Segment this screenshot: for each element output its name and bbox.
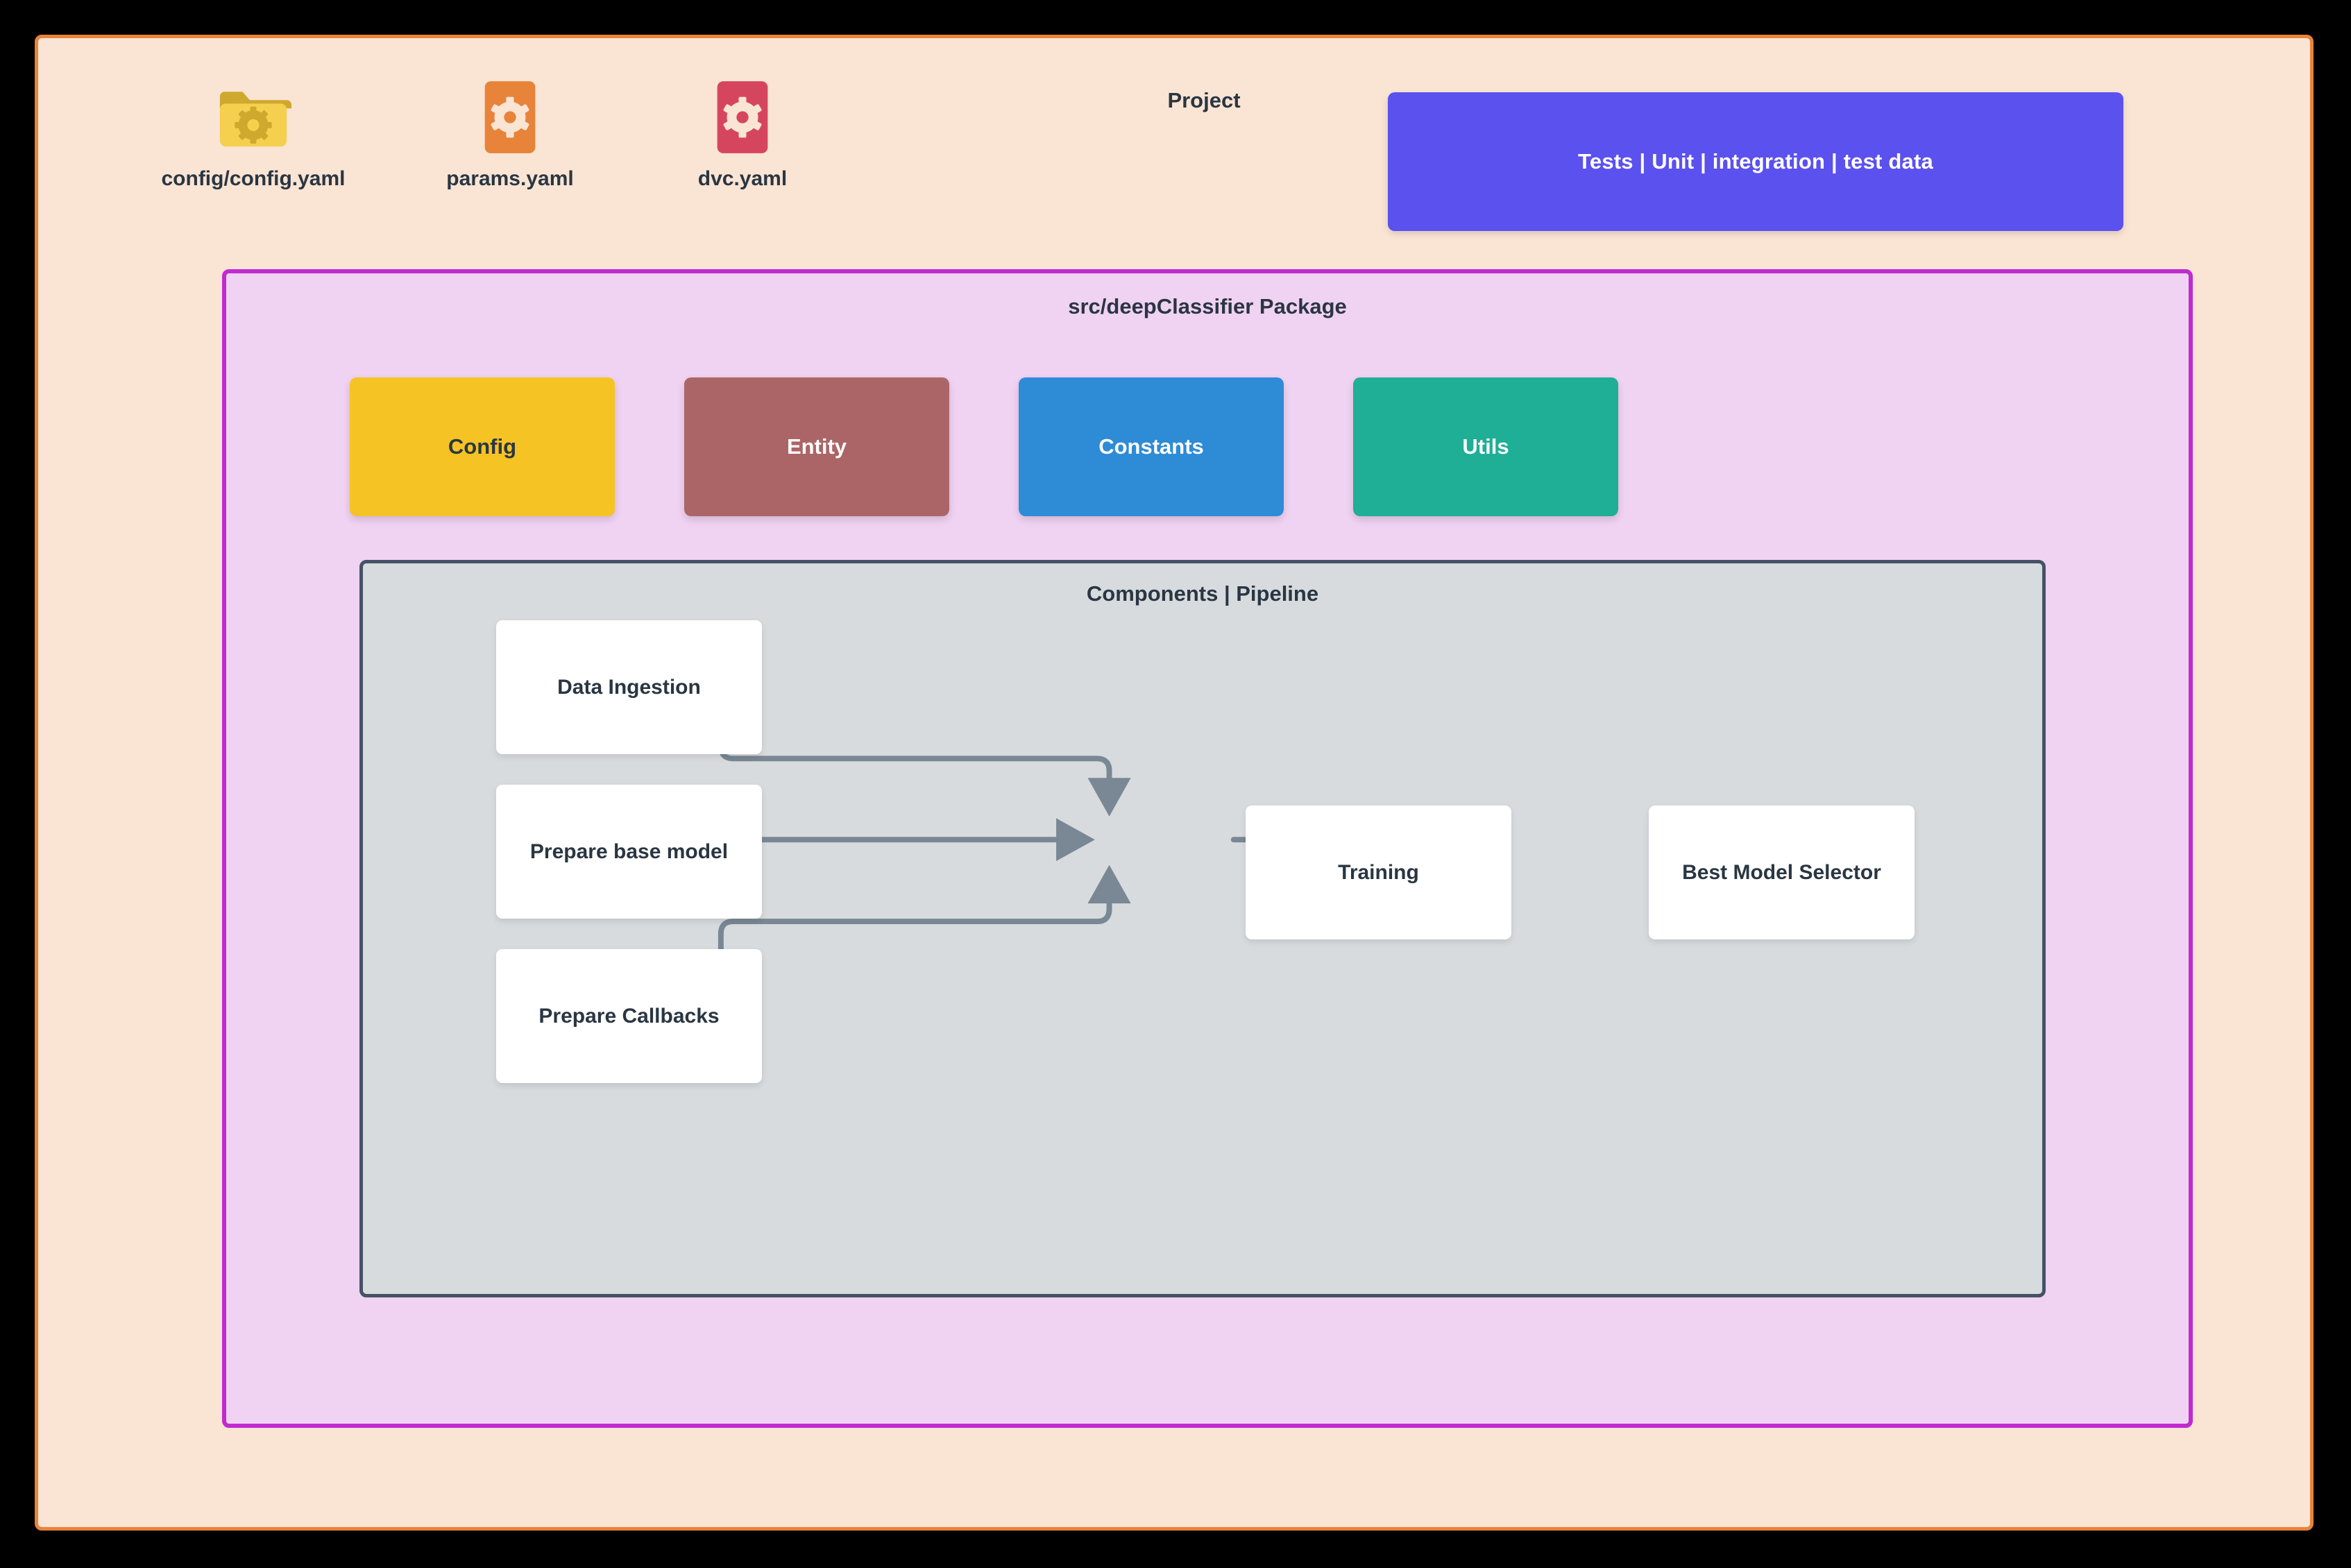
package-title: src/deepClassifier Package (1068, 294, 1347, 318)
file-item-config[interactable]: config/config.yaml (149, 66, 357, 191)
node-training[interactable]: Training (1246, 806, 1511, 939)
node-prepare-base-model[interactable]: Prepare base model (496, 785, 762, 919)
pipeline-panel: Components | Pipeline (359, 560, 2046, 1297)
file-label: dvc.yaml (697, 167, 788, 190)
file-label: config/config.yaml (161, 167, 346, 190)
node-label: Data Ingestion (557, 675, 701, 699)
file-label: params.yaml (446, 167, 574, 190)
node-data-ingestion[interactable]: Data Ingestion (496, 620, 762, 754)
file-gear-icon (406, 66, 614, 156)
module-box-entity[interactable]: Entity (684, 377, 949, 516)
module-box-config[interactable]: Config (350, 377, 615, 516)
page-title: Project (1167, 88, 1241, 112)
pipeline-title: Components | Pipeline (1086, 581, 1319, 606)
file-gear-icon (638, 66, 847, 156)
module-label: Entity (786, 434, 847, 459)
package-panel: src/deepClassifier Package Config Entity… (222, 269, 2193, 1428)
module-label: Config (448, 434, 517, 459)
node-prepare-callbacks[interactable]: Prepare Callbacks (496, 949, 762, 1083)
node-label: Best Model Selector (1682, 860, 1881, 884)
file-item-params[interactable]: params.yaml (406, 66, 614, 191)
module-box-constants[interactable]: Constants (1019, 377, 1284, 516)
module-box-utils[interactable]: Utils (1353, 377, 1618, 516)
tests-box[interactable]: Tests | Unit | integration | test data (1388, 92, 2123, 231)
module-label: Constants (1098, 434, 1204, 459)
node-label: Training (1338, 860, 1419, 884)
folder-gear-icon (149, 66, 357, 156)
diagram-canvas: Project (35, 35, 2314, 1531)
file-item-dvc[interactable]: dvc.yaml (638, 66, 847, 191)
node-label: Prepare base model (529, 840, 729, 863)
module-label: Utils (1462, 434, 1509, 459)
node-label: Prepare Callbacks (538, 1004, 720, 1028)
tests-box-label: Tests | Unit | integration | test data (1578, 149, 1933, 173)
node-best-model-selector[interactable]: Best Model Selector (1649, 806, 1915, 939)
